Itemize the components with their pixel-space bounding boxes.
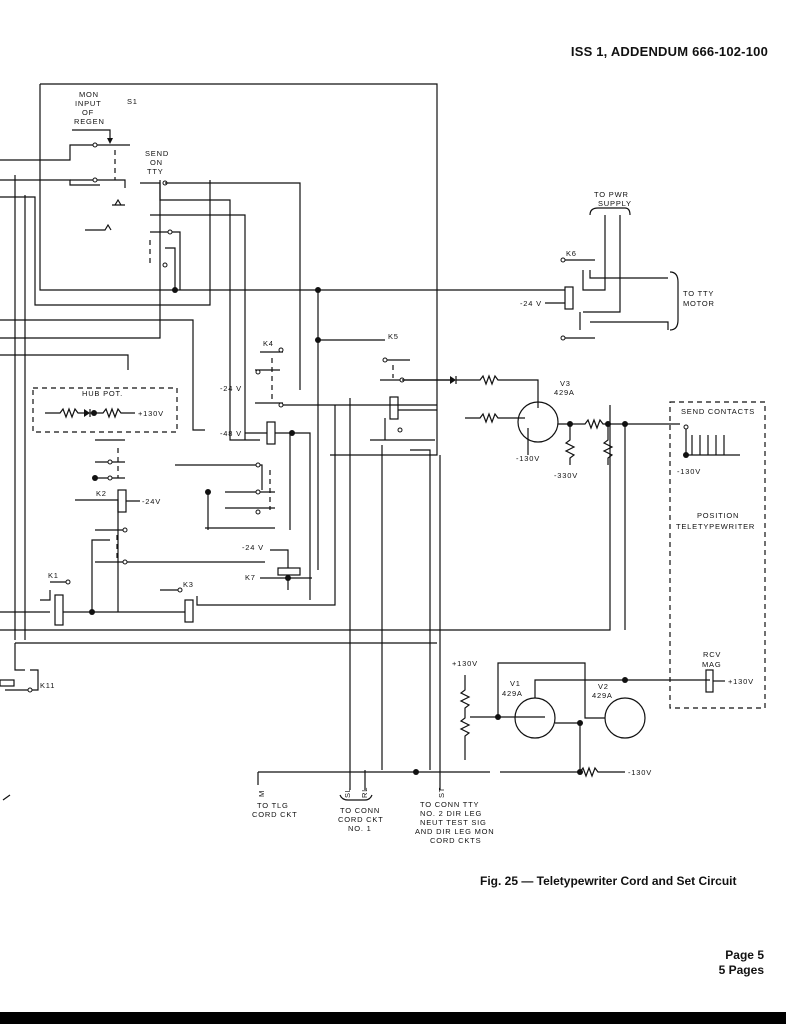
scan-edge-bar bbox=[0, 1012, 786, 1024]
label-lead-rl: RL bbox=[360, 787, 369, 798]
label-k6-voltage: -24 V bbox=[520, 299, 542, 308]
label-k4-voltage: -24 V bbox=[220, 384, 242, 393]
label-position: POSITION bbox=[697, 511, 739, 520]
label-motor: MOTOR bbox=[683, 299, 715, 308]
document-header: ISS 1, ADDENDUM 666-102-100 bbox=[570, 44, 768, 59]
label-v1: V1 bbox=[510, 679, 521, 688]
figure-caption: Fig. 25 — Teletypewriter Cord and Set Ci… bbox=[480, 874, 737, 888]
label-mon: MON bbox=[79, 90, 99, 99]
label-no-1: NO. 1 bbox=[348, 824, 372, 833]
label-v1-type: 429A bbox=[502, 689, 523, 698]
s1-enclosure bbox=[39, 83, 438, 456]
label-teletypewriter: TELETYPEWRITER bbox=[676, 522, 755, 531]
relay-k6 bbox=[437, 207, 679, 341]
label-of: OF bbox=[82, 108, 94, 117]
label-supply: SUPPLY bbox=[598, 199, 632, 208]
label-bias-voltage: -130V bbox=[628, 768, 652, 777]
label-k4: K4 bbox=[263, 339, 274, 348]
label-v3-cathode: -130V bbox=[516, 454, 540, 463]
label-v2: V2 bbox=[598, 682, 609, 691]
label-48v: -48 V bbox=[220, 429, 242, 438]
label-tty: TTY bbox=[147, 167, 164, 176]
label-send-contacts: SEND CONTACTS bbox=[681, 407, 755, 416]
label-v3-type: 429A bbox=[554, 388, 575, 397]
label-hub-pot-voltage: +130V bbox=[138, 409, 164, 418]
label-and-dir: AND DIR LEG MON bbox=[415, 827, 495, 836]
label-pot-supply: +130V bbox=[452, 659, 478, 668]
label-rcv-mag-voltage: +130V bbox=[728, 677, 754, 686]
label-to-tty: TO TTY bbox=[683, 289, 714, 298]
label-k2-voltage: -24V bbox=[142, 497, 161, 506]
page-number: Page 5 bbox=[725, 948, 764, 962]
label-to-conn-tty: TO CONN TTY bbox=[420, 800, 479, 809]
relay-k11 bbox=[0, 642, 437, 801]
label-hub-pot: HUB POT. bbox=[82, 389, 123, 398]
left-feed-lines bbox=[0, 144, 611, 640]
relays-k1-k3-k7 bbox=[40, 405, 336, 626]
label-no-2: NO. 2 DIR LEG bbox=[420, 809, 482, 818]
hub-pot bbox=[32, 387, 178, 433]
label-to-tlg: TO TLG bbox=[257, 801, 289, 810]
label-s1: S1 bbox=[127, 97, 138, 106]
label-k5: K5 bbox=[388, 332, 399, 341]
label-to-conn: TO CONN bbox=[340, 806, 380, 815]
label-cord-ckts: CORD CKTS bbox=[430, 836, 481, 845]
relay-k4-k5 bbox=[255, 287, 450, 770]
label-neut: NEUT TEST SIG bbox=[420, 818, 487, 827]
label-lead-sl: SL bbox=[343, 787, 352, 798]
label-cord-ckt: CORD CKT bbox=[252, 810, 298, 819]
label-lead-m: M bbox=[257, 790, 266, 797]
bottom-leads bbox=[257, 455, 490, 801]
label-v2-type: 429A bbox=[592, 691, 613, 700]
label-mag: MAG bbox=[702, 660, 721, 669]
label-to-pwr: TO PWR bbox=[594, 190, 629, 199]
label-send: SEND bbox=[145, 149, 169, 158]
schematic-labels: MON INPUT OF REGEN S1 SEND ON TTY TO PWR… bbox=[40, 90, 755, 845]
label-lead-st: ST bbox=[437, 787, 446, 798]
tube-v3 bbox=[410, 374, 680, 630]
page-number-block: Page 5 5 Pages bbox=[719, 948, 764, 978]
label-regen: REGEN bbox=[74, 117, 105, 126]
position-teletypewriter bbox=[669, 401, 766, 709]
label-k6: K6 bbox=[566, 249, 577, 258]
label-k3: K3 bbox=[183, 580, 194, 589]
label-k11: K11 bbox=[40, 681, 55, 690]
label-v3-load: -330V bbox=[554, 471, 578, 480]
tubes-v1-v2 bbox=[459, 662, 725, 778]
s1-switch bbox=[70, 129, 301, 441]
label-k2: K2 bbox=[96, 489, 107, 498]
relay-k2 bbox=[75, 421, 311, 612]
label-input: INPUT bbox=[75, 99, 102, 108]
label-k7: K7 bbox=[245, 573, 256, 582]
label-k1: K1 bbox=[48, 571, 59, 580]
label-send-contacts-voltage: -130V bbox=[677, 467, 701, 476]
label-conn-cord-ckt: CORD CKT bbox=[338, 815, 384, 824]
label-rcv: RCV bbox=[703, 650, 721, 659]
label-k7-voltage: -24 V bbox=[242, 543, 264, 552]
page-count: 5 Pages bbox=[718, 963, 764, 977]
label-v3: V3 bbox=[560, 379, 571, 388]
label-on: ON bbox=[150, 158, 163, 167]
